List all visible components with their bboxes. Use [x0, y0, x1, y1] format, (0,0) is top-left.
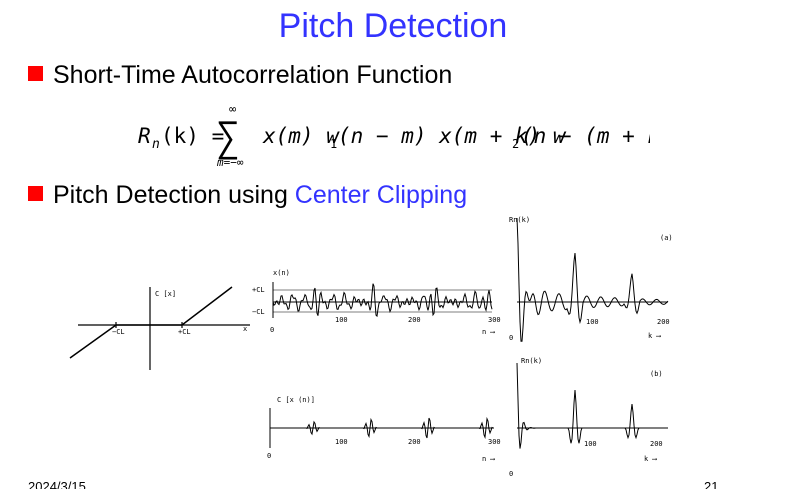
bullet-center-clipping: Pitch Detection using Center Clipping: [28, 180, 467, 210]
formula-sub2: 2: [512, 137, 519, 151]
signal-top-tick-100: 100: [335, 316, 348, 324]
autocorrelation-formula: R n (k) = ∑ ∞ m=−∞ x(m) w 1 (n − m) x(m …: [138, 103, 650, 169]
clip-x-label: x: [243, 325, 247, 333]
formula-sub1: 1: [330, 137, 337, 151]
formula-sum-upper: ∞: [229, 103, 236, 116]
bullet-text: Short-Time Autocorrelation Function: [53, 61, 453, 89]
clip-neg-threshold: −CL: [112, 328, 125, 336]
formula-term-mid: (n − m) x(m + k) w: [338, 124, 567, 148]
signal-bottom-tick-100: 100: [335, 438, 348, 446]
autocorr-top-tick-100: 100: [586, 318, 599, 326]
clip-pos-threshold: +CL: [178, 328, 191, 336]
signal-bottom-n-label: n ⟶: [482, 455, 495, 463]
bullet-text: Pitch Detection using: [53, 181, 295, 209]
signal-bottom-tick-300: 300: [488, 438, 501, 446]
autocorr-top-tick-0: 0: [509, 334, 513, 342]
autocorr-bottom-panel: (b): [650, 370, 663, 378]
footer-date: 2024/3/15: [28, 479, 86, 489]
signal-top-tick-200: 200: [408, 316, 421, 324]
autocorr-bottom-tick-100: 100: [584, 440, 597, 448]
formula-sum-lower: m=−∞: [216, 156, 244, 169]
signal-top-neg-level-label: −CL: [252, 308, 265, 316]
autocorr-bottom-k-label: k ⟶: [644, 455, 657, 463]
signal-bottom-plot: [269, 408, 494, 448]
clip-label: C [x]: [155, 290, 176, 298]
formula-R: R: [138, 124, 151, 148]
bullet-square-icon: [28, 66, 43, 81]
formula-lhs-arg: (k) =: [161, 124, 224, 148]
autocorr-top-panel: (a): [660, 234, 673, 242]
signal-top-tick-0: 0: [270, 326, 274, 334]
autocorr-top-k-label: k ⟶: [648, 332, 661, 340]
signal-bottom-waveform: [270, 416, 494, 440]
signal-top-waveform: [272, 283, 493, 318]
bullet-square-icon: [28, 186, 43, 201]
signal-top-label: x(n): [273, 269, 290, 277]
autocorr-top-curve: [516, 217, 669, 342]
formula-sigma: ∑: [216, 115, 240, 161]
autocorr-top-label: Rn(k): [509, 216, 530, 224]
signal-bottom-tick-0: 0: [267, 452, 271, 460]
signal-top-tick-300: 300: [488, 316, 501, 324]
autocorr-bottom-tick-200: 200: [650, 440, 663, 448]
autocorr-bottom-curve: [516, 362, 668, 449]
bullet-autocorrelation: Short-Time Autocorrelation Function: [28, 60, 452, 90]
clipping-function-plot: [69, 286, 250, 370]
signal-bottom-label: C [x (n)]: [277, 396, 315, 404]
footer-page-number: 21: [704, 479, 719, 489]
autocorr-top-plot: [516, 217, 669, 342]
formula-n-subscript: n: [152, 137, 160, 152]
autocorr-top-tick-200: 200: [657, 318, 670, 326]
signal-bottom-tick-200: 200: [408, 438, 421, 446]
center-clipping-highlight: Center Clipping: [294, 181, 468, 209]
formula-term-x1: x(m) w: [262, 124, 340, 148]
autocorr-bottom-tick-0: 0: [509, 470, 513, 478]
signal-top-n-label: n ⟶: [482, 328, 495, 336]
slide-title: Pitch Detection: [278, 7, 508, 45]
autocorr-bottom-label: Rn(k): [521, 357, 542, 365]
signal-top-plot: [272, 282, 493, 318]
autocorr-bottom-plot: [516, 362, 668, 449]
formula-term-end: (n − (m + k)): [521, 124, 650, 148]
clip-function-line: [69, 286, 233, 359]
signal-top-pos-level-label: +CL: [252, 286, 265, 294]
